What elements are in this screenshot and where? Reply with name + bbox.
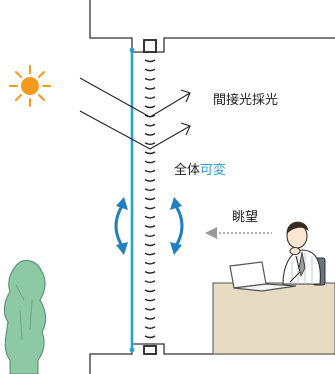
blind-slat	[144, 206, 156, 210]
blind-slat	[144, 132, 156, 136]
blind-slat	[144, 142, 156, 145]
blind-slat	[144, 270, 156, 274]
blind-slat	[144, 335, 156, 339]
blind-slat	[144, 280, 156, 283]
view-label: 眺望	[232, 210, 259, 225]
person-at-desk-icon	[282, 221, 326, 286]
blind-slat	[144, 178, 156, 182]
blind-slat	[144, 289, 156, 293]
blind-slat	[144, 252, 156, 256]
view-dotted-arrow	[205, 227, 272, 239]
rotate-left-arrow-icon	[114, 197, 128, 255]
blind-slat	[144, 96, 156, 99]
glass-bottom-cap	[129, 347, 135, 353]
plant-icon	[3, 259, 47, 374]
blind-slat	[144, 197, 156, 201]
blind-slat	[144, 105, 156, 109]
blind-slat	[144, 86, 156, 90]
blind-slat	[144, 243, 156, 247]
blind-slat	[144, 77, 156, 81]
blind-slat	[144, 261, 156, 265]
light-ray-lower	[79, 110, 191, 150]
rotate-right-arrow-icon	[170, 197, 184, 255]
blind-slat	[144, 169, 156, 173]
blind-slat	[144, 123, 156, 127]
blind-slat	[144, 188, 156, 191]
sun-icon	[9, 65, 51, 107]
blind-slat	[144, 326, 156, 329]
whole-variable-prefix: 全体	[174, 163, 201, 178]
blind-slat	[144, 316, 156, 320]
blind-slat	[144, 59, 156, 63]
blind-slat	[144, 68, 156, 72]
blind-slat	[144, 151, 156, 155]
bottom-rail-icon	[143, 345, 157, 355]
blind-slat	[144, 160, 156, 164]
laptop-icon	[229, 261, 297, 292]
indirect-light-label: 間接光採光	[213, 93, 279, 108]
blind-slat	[144, 307, 156, 311]
blind-slat	[144, 224, 156, 228]
whole-variable-accent: 可変	[200, 163, 227, 178]
blind-slat	[144, 298, 156, 302]
desk	[212, 282, 335, 355]
blind-slats	[144, 59, 156, 339]
glass-top-cap	[129, 47, 135, 53]
top-rail-icon	[143, 39, 157, 53]
whole-variable-label: 全体可変	[174, 164, 226, 177]
light-ray-upper	[79, 77, 191, 118]
ceiling-outline	[89, 0, 335, 53]
blind-slat	[144, 215, 156, 219]
blind-slat	[144, 234, 156, 237]
